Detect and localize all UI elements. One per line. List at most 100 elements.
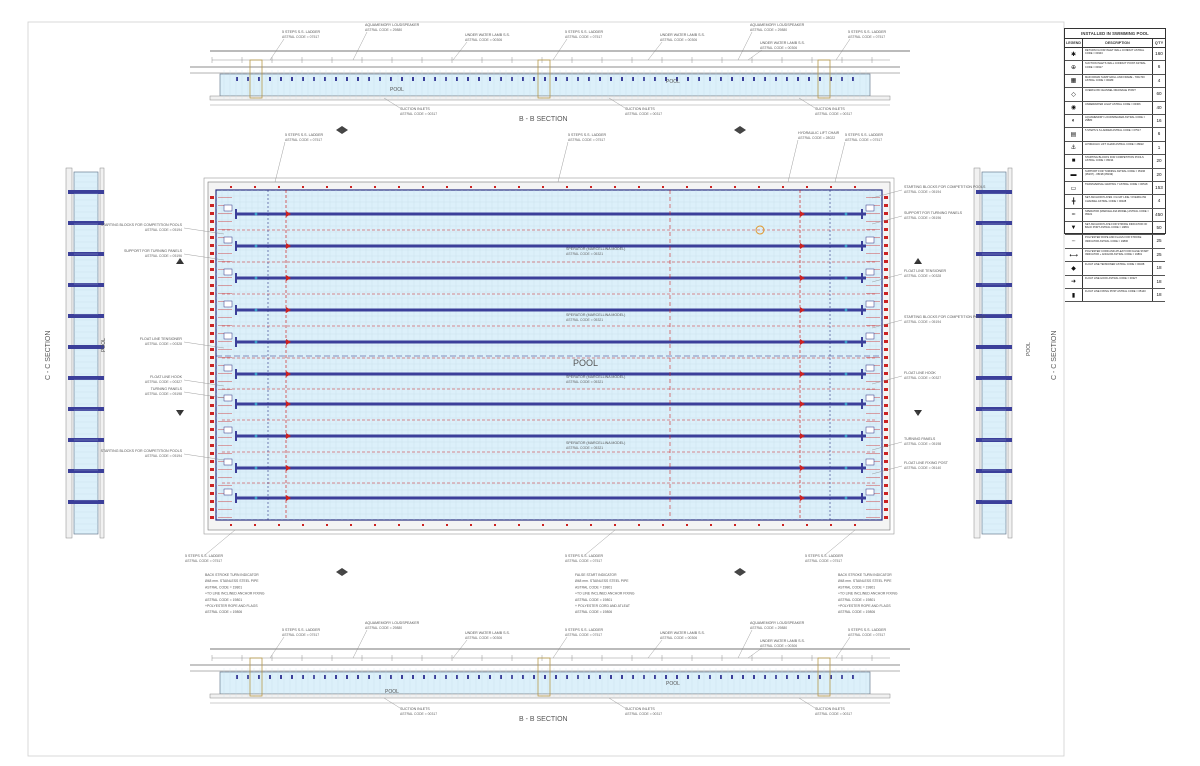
callout-leader — [871, 189, 903, 199]
callout-leader — [183, 253, 225, 261]
legend-row: ╋SET ANCHOR PLATES / FLOAT LINE / OVERFL… — [1065, 195, 1165, 209]
overflow-grate-mark — [884, 212, 888, 215]
callout-leader — [552, 636, 568, 659]
overflow-grate-mark — [884, 356, 888, 359]
wall-fitting-mark — [412, 77, 414, 81]
legend-qty: 16 — [1156, 117, 1162, 123]
callout-code: ASTRAL CODE = 05194 — [145, 228, 182, 232]
starting-block — [865, 236, 875, 244]
overflow-grate-mark — [210, 404, 214, 407]
return-inlet-mark — [278, 524, 280, 526]
overflow-grate-mark — [884, 196, 888, 199]
overflow-grate-mark — [210, 268, 214, 271]
callout-note-line: Ø48 mm. STAINLESS STEEL PIPE — [838, 579, 892, 583]
wall-fitting-mark — [753, 675, 755, 679]
legend-row: ⊕SUCTION INLETS WALL CONDUIT POINT ASTRA… — [1065, 61, 1165, 75]
overflow-grate-mark — [210, 476, 214, 479]
callout-title: FLOAT LINE TENSIONER — [140, 337, 183, 341]
starting-block — [865, 394, 875, 402]
overflow-grate-mark — [884, 260, 888, 263]
callout-title: 5 STEPS S.S. LADDER — [848, 30, 887, 34]
lane-section-mark — [976, 407, 1012, 411]
wall-fitting-mark — [797, 675, 799, 679]
underwater-light-mark — [254, 372, 258, 376]
return-inlet-mark — [830, 186, 832, 188]
wall-fitting-mark — [599, 675, 601, 679]
legend-symbol-cell: ⟷ — [1065, 248, 1083, 262]
lane-section-mark — [976, 469, 1012, 473]
starting-block — [223, 364, 233, 372]
underwater-light-mark — [254, 340, 258, 344]
callout-leader — [183, 227, 225, 235]
wall-fitting-mark — [269, 77, 271, 81]
legend-symbol-cell: ◆ — [1065, 262, 1083, 275]
callout-code: ASTRAL CODE = 00306 — [465, 636, 502, 640]
overflow-grate-mark — [884, 412, 888, 415]
wall-fitting-mark — [434, 77, 436, 81]
return-inlet-mark — [830, 524, 832, 526]
legend-description: TRANSVERSAL GRATING 7 ASTRAL CODE = 0051… — [1083, 181, 1153, 195]
lane-section-mark — [68, 500, 104, 504]
wall-fitting-mark — [687, 675, 689, 679]
callout-title: FLOAT LINE TENSIONER — [904, 269, 947, 273]
wall-fitting-mark — [731, 675, 733, 679]
overflow-grate-mark — [884, 404, 888, 407]
section-cc-right: POOL C - C SECTION — [973, 167, 1058, 539]
legend-header: LEGEND DESCRIPTION Q'TY — [1065, 39, 1165, 48]
callout-leader — [352, 629, 368, 659]
callout-leader — [647, 639, 663, 659]
overflow-channel-icon: ▭ — [1070, 185, 1077, 192]
callout-leader — [647, 41, 663, 61]
section-bb-bottom: POOL POOL B - B SECTION — [190, 648, 910, 723]
callout-leader — [824, 529, 856, 556]
wall-fitting-mark — [599, 77, 601, 81]
return-inlet-mark — [614, 186, 616, 188]
callout-note-line: BACK STROKE TURN INDICATOR — [205, 573, 259, 577]
float-line-hook-icon: ◆ — [1071, 265, 1076, 272]
legend-symbol-cell: ▤ — [1065, 128, 1083, 141]
lift-chair-icon: ⚓ — [1070, 145, 1077, 152]
wall-fitting-mark — [423, 675, 425, 679]
section-bb-bottom-pool-label-2: POOL — [666, 681, 680, 687]
legend-symbol-cell: ◉ — [1065, 101, 1083, 114]
legend-col-legend: LEGEND — [1065, 39, 1083, 47]
return-inlet-mark — [662, 524, 664, 526]
callout-code: ASTRAL CODE = 00306 — [660, 636, 697, 640]
starting-block — [223, 236, 233, 244]
callout-code: ASTRAL CODE = 07517 — [565, 633, 602, 637]
starting-block — [223, 300, 233, 308]
callout-note-line: +TO LINE INCLINED ANCHOR FIXING — [205, 592, 265, 596]
callout-title: FLOAT LINE HOOK — [904, 371, 936, 375]
callout-title: 5 STEPS S.S. LADDER — [565, 554, 604, 558]
underwater-light-icon: ◉ — [1070, 105, 1077, 112]
lane-section-mark — [68, 190, 104, 194]
legend-col-qty: Q'TY — [1154, 41, 1164, 45]
legend-row: ┅SPERATOR (MARCELLINA MODEL) ASTRAL CODE… — [1065, 208, 1165, 223]
backstroke-flag-mark — [800, 371, 805, 377]
wall-fitting-mark — [654, 77, 656, 81]
wall-fitting-mark — [489, 675, 491, 679]
callout-title: 5 STEPS S.S. LADDER — [285, 133, 324, 137]
callout-leader — [557, 141, 569, 183]
legend-qty: 18 — [1156, 292, 1162, 298]
legend-symbol-cell: ⚓ — [1065, 141, 1083, 155]
overflow-grate-mark — [884, 428, 888, 431]
overflow-grate-mark — [884, 476, 888, 479]
overflow-grate-mark — [884, 340, 888, 343]
callout-title: TURNING PANELS — [151, 387, 183, 391]
legend-symbol-cell: ▬ — [1065, 168, 1083, 181]
overflow-grate-mark — [210, 516, 214, 519]
wall-fitting-mark — [390, 675, 392, 679]
return-inlet-mark — [446, 186, 448, 188]
return-inlet-mark — [542, 186, 544, 188]
callout-title: 5 STEPS S.S. LADDER — [282, 628, 321, 632]
callout-leader — [269, 38, 285, 61]
callout-code: ASTRAL CODE = 29880 — [365, 28, 402, 32]
starting-block — [223, 458, 233, 466]
wall-fitting-mark — [412, 675, 414, 679]
wall-fitting-mark — [819, 77, 821, 81]
wall-fitting-mark — [764, 675, 766, 679]
overflow-grate-mark — [210, 468, 214, 471]
